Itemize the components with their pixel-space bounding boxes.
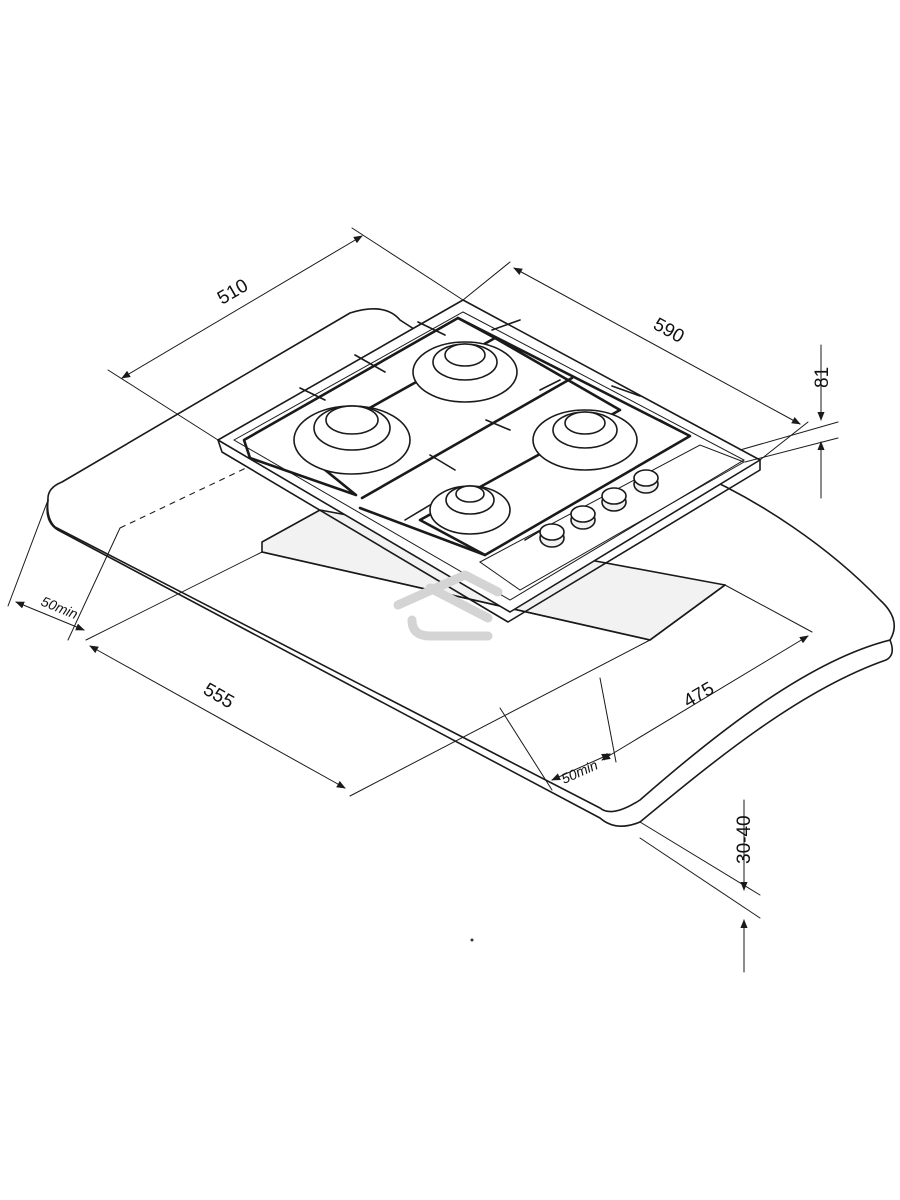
dimension-lines bbox=[7, 227, 839, 973]
burner-right bbox=[532, 409, 638, 471]
stray-dot bbox=[470, 938, 474, 942]
label-50min-left: 50min bbox=[39, 593, 81, 622]
hob-plate-inner-rim bbox=[232, 311, 746, 601]
dim-line-50min-right bbox=[551, 753, 611, 781]
control-knobs bbox=[539, 469, 659, 548]
hob-plate-thickness bbox=[217, 439, 761, 623]
burner-front-small bbox=[429, 485, 511, 535]
knob-2 bbox=[570, 505, 596, 530]
burner-left-large bbox=[293, 405, 411, 475]
hidden-edge-dashed bbox=[119, 467, 247, 529]
dim-line-555 bbox=[89, 645, 346, 789]
knob-4 bbox=[633, 469, 659, 494]
dim-line-50min-left bbox=[15, 601, 85, 631]
label-555: 555 bbox=[200, 679, 238, 713]
dim-line-590 bbox=[513, 267, 801, 425]
cutout-inner-edge bbox=[261, 551, 726, 641]
dim-line-510 bbox=[121, 235, 363, 379]
knob-3 bbox=[601, 487, 627, 512]
countertop-right-edge bbox=[639, 639, 894, 823]
label-30-40: 30-40 bbox=[734, 815, 755, 864]
knob-1 bbox=[539, 523, 565, 548]
watermark-logo bbox=[393, 570, 503, 641]
label-590: 590 bbox=[650, 314, 688, 348]
hob-control-panel bbox=[479, 444, 746, 591]
burner-rear bbox=[412, 341, 518, 403]
label-81: 81 bbox=[812, 367, 833, 388]
dim-line-475 bbox=[601, 635, 809, 761]
